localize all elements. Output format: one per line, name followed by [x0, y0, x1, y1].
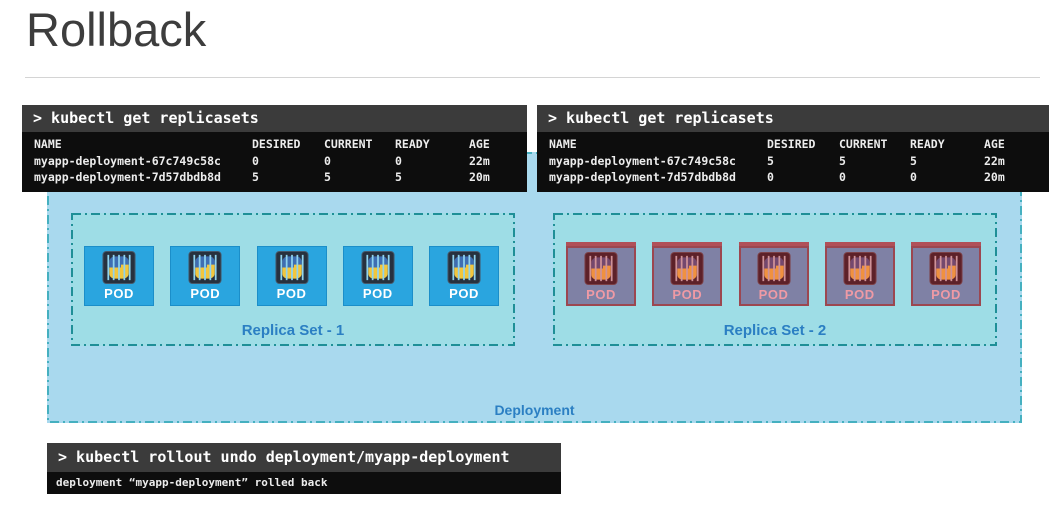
col-ready: READY: [910, 137, 945, 151]
cell-ready: 0: [910, 170, 917, 184]
replicaset-1-box: POD POD POD POD POD Re: [71, 213, 515, 346]
cell-name: myapp-deployment-7d57dbdb8d: [34, 170, 221, 184]
pod-terminated: POD: [652, 246, 723, 306]
replicaset-2-pods: POD POD POD POD POD: [566, 246, 981, 306]
replicaset-2-box: POD POD POD POD POD Re: [553, 213, 997, 346]
col-desired: DESIRED: [767, 137, 816, 151]
pod-label: POD: [758, 287, 789, 302]
col-ready: READY: [395, 137, 430, 151]
pod: POD: [342, 246, 413, 306]
pod-terminated: POD: [738, 246, 809, 306]
pod-label: POD: [104, 286, 134, 301]
pod-label: POD: [190, 286, 221, 301]
terminal-left-output: NAME DESIRED CURRENT READY AGE myapp-dep…: [22, 132, 527, 192]
pod: POD: [84, 246, 154, 306]
col-age: AGE: [984, 137, 1005, 151]
container-icon: [360, 250, 395, 285]
container-icon: [274, 250, 309, 285]
pod-terminated: POD: [911, 246, 981, 306]
cell-desired: 5: [252, 170, 259, 184]
replicaset-1-pods: POD POD POD POD POD: [84, 246, 499, 306]
container-icon: [102, 250, 136, 285]
container-icon: [670, 251, 705, 286]
cell-current: 5: [324, 170, 331, 184]
cell-current: 5: [839, 153, 846, 168]
pod-label: POD: [362, 286, 393, 301]
pod-terminated: POD: [566, 246, 636, 306]
page-title: Rollback: [26, 3, 207, 56]
terminal-right: > kubectl get replicasets NAME DESIRED C…: [537, 105, 1049, 192]
col-desired: DESIRED: [252, 137, 301, 151]
col-current: CURRENT: [839, 137, 888, 151]
cell-desired: 0: [252, 153, 259, 168]
table-row: myapp-deployment-67c749c58c 5 5 5 22m: [537, 153, 1049, 170]
container-icon: [188, 250, 223, 285]
container-icon: [842, 251, 877, 286]
cell-age: 22m: [469, 153, 490, 168]
title-divider: [25, 77, 1040, 78]
cell-name: myapp-deployment-67c749c58c: [34, 153, 221, 168]
column-header-row: NAME DESIRED CURRENT READY AGE: [537, 136, 1049, 153]
pod-label: POD: [449, 286, 479, 301]
cell-age: 20m: [469, 170, 490, 184]
terminal-left-command: > kubectl get replicasets: [22, 105, 527, 132]
pod-label: POD: [586, 287, 616, 302]
replicaset-2-label: Replica Set - 2: [723, 322, 827, 339]
col-current: CURRENT: [324, 137, 373, 151]
pod: POD: [256, 246, 327, 306]
terminal-right-command: > kubectl get replicasets: [537, 105, 1049, 132]
cell-name: myapp-deployment-7d57dbdb8d: [549, 170, 736, 184]
table-row: myapp-deployment-7d57dbdb8d 5 5 5 20m: [22, 169, 527, 186]
col-name: NAME: [549, 137, 577, 151]
deployment-label: Deployment: [494, 402, 575, 418]
cell-ready: 0: [395, 153, 402, 168]
table-row: myapp-deployment-67c749c58c 0 0 0 22m: [22, 153, 527, 170]
pod-label: POD: [276, 286, 307, 301]
cell-ready: 5: [395, 170, 402, 184]
terminal-bottom-output: deployment “myapp-deployment” rolled bac…: [47, 472, 561, 494]
pod-label: POD: [844, 287, 875, 302]
cell-age: 20m: [984, 170, 1005, 184]
pod-label: POD: [931, 287, 961, 302]
container-icon: [447, 250, 481, 285]
container-icon: [756, 251, 791, 286]
pod-terminated: POD: [824, 246, 895, 306]
container-icon: [929, 251, 963, 286]
col-age: AGE: [469, 137, 490, 151]
cell-ready: 5: [910, 153, 917, 168]
deployment-box: POD POD POD POD POD Re: [47, 152, 1022, 423]
table-row: myapp-deployment-7d57dbdb8d 0 0 0 20m: [537, 169, 1049, 186]
col-name: NAME: [34, 137, 62, 151]
cell-desired: 0: [767, 170, 774, 184]
cell-name: myapp-deployment-67c749c58c: [549, 153, 736, 168]
terminal-bottom: > kubectl rollout undo deployment/myapp-…: [47, 443, 561, 494]
pod: POD: [429, 246, 499, 306]
cell-current: 0: [839, 170, 846, 184]
pod-label: POD: [672, 287, 703, 302]
pod: POD: [170, 246, 241, 306]
cell-desired: 5: [767, 153, 774, 168]
replicaset-1-label: Replica Set - 1: [241, 322, 345, 339]
cell-age: 22m: [984, 153, 1005, 168]
terminal-bottom-command: > kubectl rollout undo deployment/myapp-…: [47, 443, 561, 472]
terminal-right-output: NAME DESIRED CURRENT READY AGE myapp-dep…: [537, 132, 1049, 192]
column-header-row: NAME DESIRED CURRENT READY AGE: [22, 136, 527, 153]
terminal-left: > kubectl get replicasets NAME DESIRED C…: [22, 105, 527, 192]
container-icon: [584, 251, 618, 286]
cell-current: 0: [324, 153, 331, 168]
